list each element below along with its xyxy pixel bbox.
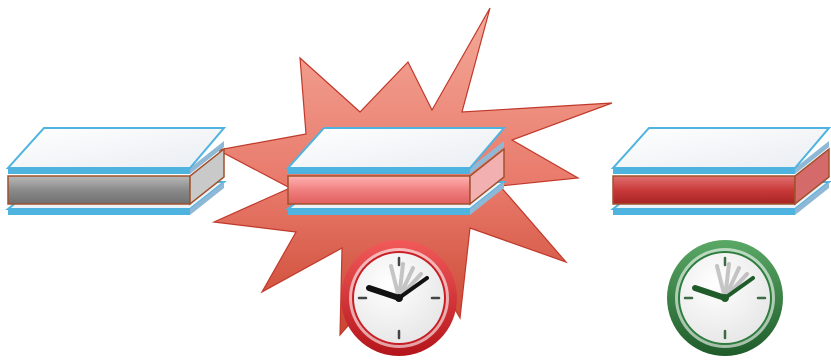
layer-stack-right: [613, 128, 829, 215]
layer-stack-left: [8, 128, 224, 215]
clock-green-icon: [667, 240, 783, 356]
layer-stack-center: [288, 128, 504, 215]
clock-red-icon: [341, 240, 457, 356]
